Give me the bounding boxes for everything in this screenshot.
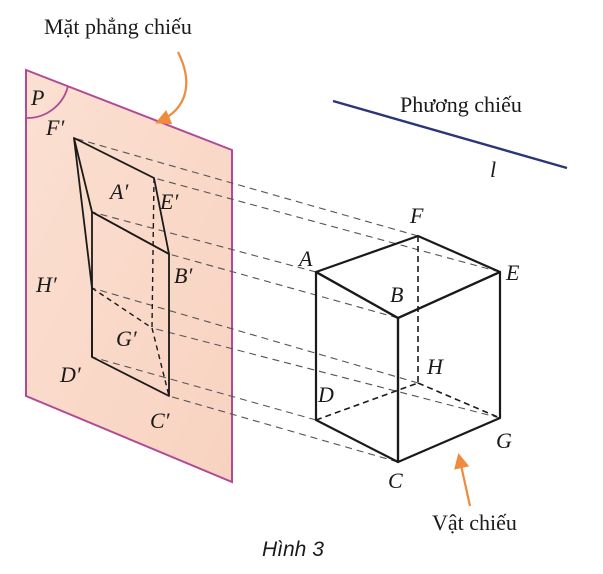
ray-b [168,253,399,319]
cube-object [314,234,502,464]
image-edge-eg [151,177,155,329]
image-edge-hg [91,287,153,329]
image-edge-gc [151,327,170,397]
image-vertex-label-h: H′ [35,272,58,297]
direction-name-label: l [490,157,496,182]
projected-image [73,137,170,397]
plane-title: Mặt phẳng chiếu [44,14,192,39]
plane-pointer-arrow [155,51,188,125]
cube-top-face [314,234,502,320]
direction-line [332,99,568,170]
cube-front-face [314,270,400,464]
image-edge-fh [73,137,93,289]
direction-title: Phương chiếu [400,92,522,117]
cube-right-face [396,270,502,464]
ray-c [168,395,399,463]
cube-vertex-label-a: A [297,246,313,271]
image-vertex-label-a: A′ [108,179,129,204]
figure-caption: Hình 3 [262,538,324,561]
cube-vertex-label-e: E [505,260,520,285]
cube-hidden-edge-hg [417,382,501,419]
cube-vertex-label-b: B [390,282,403,307]
image-vertex-label-f: F′ [45,115,65,140]
object-pointer-arrow [454,452,472,507]
projection-rays [73,137,501,463]
ray-a [91,211,317,273]
ray-h [91,287,419,384]
image-vertex-label-e: E′ [159,189,179,214]
plane-name-label: P [30,85,44,110]
object-title: Vật chiếu [432,510,517,535]
image-vertex-label-c: C′ [150,408,171,433]
plane-corner-arc [25,85,69,119]
image-vertex-label-g: G′ [116,326,138,351]
image-vertex-label-d: D′ [59,362,82,387]
image-vertex-label-b: B′ [174,263,193,288]
ray-d [91,356,317,421]
cube-vertex-label-h: H [426,354,444,379]
cube-vertex-label-d: D [317,382,334,407]
cube-vertex-label-f: F [409,203,424,228]
cube-vertex-label-g: G [496,428,512,453]
cube-vertex-label-c: C [388,468,403,493]
cube-hidden-edge-dh [315,382,419,421]
